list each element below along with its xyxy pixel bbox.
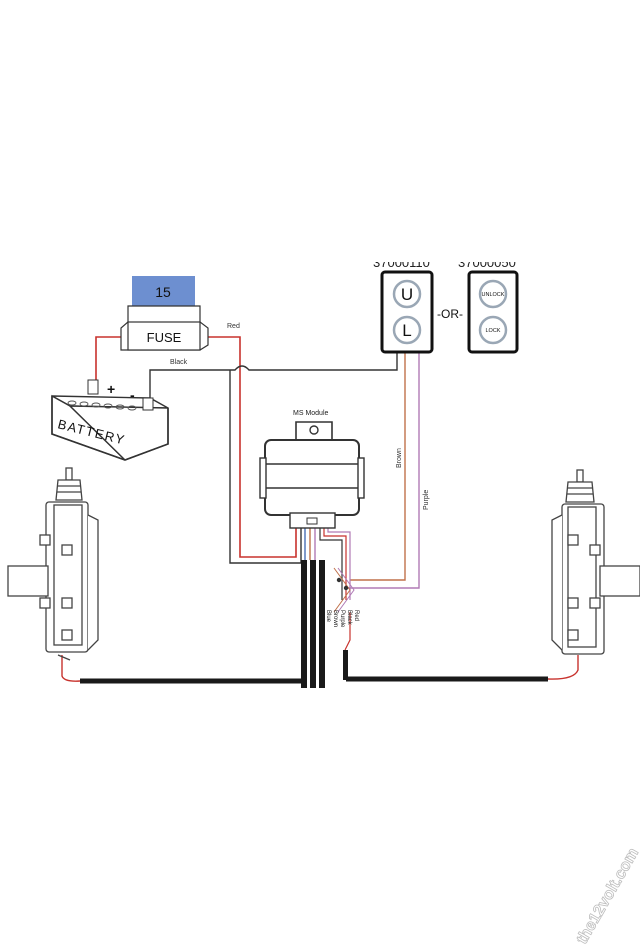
thick-harness <box>80 560 548 688</box>
fuse-cap <box>132 276 195 306</box>
label-black: Black <box>170 359 188 366</box>
module-harness <box>304 527 355 651</box>
toggle-down-label: L <box>402 321 411 340</box>
wire-brown <box>350 352 406 581</box>
label-purple: Purple <box>423 490 430 510</box>
unlock-label: UNLOCK <box>482 292 505 298</box>
right-actuator-leads <box>547 655 579 680</box>
label-brown: Brown <box>396 448 403 468</box>
module-label: MS Module <box>293 410 329 417</box>
harness-label-black: Black <box>346 610 352 626</box>
harness-label-blue: Blue <box>325 610 331 623</box>
harness-label-brown: Brown <box>332 610 338 627</box>
fuse-rating: 15 <box>155 284 171 300</box>
ms-module: MS Module <box>259 410 365 529</box>
right-door-actuator <box>551 469 640 655</box>
toggle-up-label: U <box>401 285 413 304</box>
wire-red-battery-fuse <box>95 336 121 380</box>
wire-black-module <box>229 370 302 564</box>
or-separator: -OR- <box>437 307 463 321</box>
battery: + - BATTERY <box>51 379 169 461</box>
harness-label-red: Red <box>353 610 359 621</box>
wire-black-ground <box>149 352 398 398</box>
lock-label: LOCK <box>486 328 501 334</box>
left-door-actuator <box>7 467 99 661</box>
left-actuator-leads <box>61 655 81 682</box>
button-switch: UNLOCK LOCK <box>467 270 519 354</box>
harness-label-purple: Purple <box>339 610 345 628</box>
battery-plus: + <box>107 381 115 397</box>
label-red: Red <box>227 323 240 330</box>
fuse: 15 FUSE <box>120 276 209 351</box>
harness-labels: Blue Brown Purple Black Red <box>325 610 359 628</box>
battery-minus: - <box>130 387 135 403</box>
wire-purple <box>346 352 420 589</box>
watermark: the12volt.com <box>574 845 640 947</box>
fuse-label: FUSE <box>147 330 182 345</box>
toggle-switch: U L <box>380 270 434 354</box>
wire-red-fuse-module <box>208 336 297 558</box>
